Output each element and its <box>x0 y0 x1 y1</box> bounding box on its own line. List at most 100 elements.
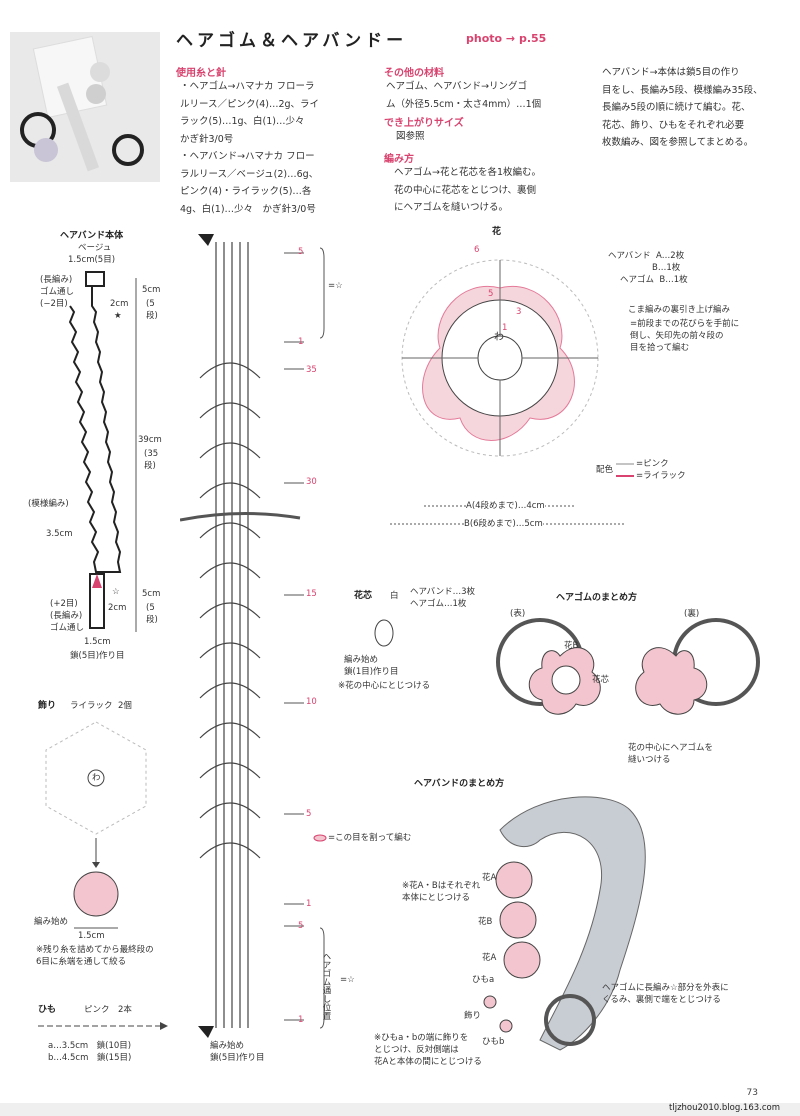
other-materials-heading: その他の材料 <box>384 68 444 79</box>
decoration-start: 編み始め <box>34 917 69 927</box>
footer: tljzhou2010.blog.163.com <box>0 1103 800 1116</box>
body-rows-top: (5 段) <box>146 299 158 321</box>
body-length-top: 5cm <box>142 285 161 295</box>
row-marker-1: 1 <box>298 337 304 347</box>
row-marker-5c: 5 <box>298 921 304 931</box>
band-label-flower-a-bottom: 花A <box>482 953 497 963</box>
core-title: 花芯 <box>354 591 373 601</box>
flower-row-3: 3 <box>516 307 522 317</box>
dimension-b: B(6段めまで)…5cm <box>464 518 543 530</box>
product-photo <box>10 32 160 182</box>
row-marker-30: 30 <box>306 477 317 487</box>
string-title: ひも <box>38 1005 57 1015</box>
rubber-assembly: ヘアゴムのまとめ方 (表) (裏) 花B 花芯 花の中心にヘアゴムを 縫いつける <box>480 586 780 766</box>
core-count-2: ヘアゴム…1枚 <box>410 599 467 609</box>
color-label: 配色 <box>596 465 614 475</box>
body-shape <box>68 271 137 632</box>
finished-size-heading: でき上がりサイズ <box>384 118 464 129</box>
body-color: ベージュ <box>78 243 112 253</box>
flower-diagram: 花 わ 6 5 3 1 ヘアバンド A…2枚 B…1枚 ヘアゴム B…1枚 こま… <box>380 218 780 538</box>
flower-center: わ <box>494 332 504 343</box>
flower-legend-row2: B…1枚 <box>652 263 681 273</box>
flower-title: 花 <box>492 227 502 237</box>
core-count-1: ヘアバンド…3枚 <box>410 587 475 597</box>
band-note3: ※ひもa・bの端に飾りを とじつけ、反対側端は 花Aと本体の間にとじつける <box>374 1033 482 1067</box>
flower-note2: =前段までの花びらを手前に 倒し、矢印先の前々段の 目を拾って編む <box>630 319 740 353</box>
body-top-note: (長編み) ゴム通し (−2目) <box>40 275 75 309</box>
materials-heading: 使用糸と針 <box>176 68 226 79</box>
decoration-color: ライラック <box>70 701 113 711</box>
flower-row-5: 5 <box>488 289 494 299</box>
eq-star-bottom: =☆ <box>340 975 355 985</box>
band-note2: ヘアゴムに長編み☆部分を外表に くるみ、裏側で端をとじつける <box>602 983 729 1005</box>
page-number: 73 <box>746 1088 758 1098</box>
method-text: ヘアゴム→花と花芯を各1枚編む。 花の中心に花芯をとじつけ、裏側 にヘアゴムを縫… <box>394 167 542 213</box>
headband-drawing <box>483 796 646 1051</box>
materials-text: ・ヘアゴム→ハマナカ フローラ ルリース／ピンク(4)…2g、ライ ラック(5)… <box>180 81 320 215</box>
dimension-a: A(4段めまで)…4cm <box>466 500 545 512</box>
string-count: 2本 <box>118 1005 132 1015</box>
body-width-2cm-bottom: 2cm <box>108 603 127 613</box>
rubber-drawing <box>496 618 760 715</box>
color-lilac: =ライラック <box>636 471 686 481</box>
rubber-label-core: 花芯 <box>592 675 610 685</box>
headband-assembly-title: ヘアバンドのまとめ方 <box>414 779 505 789</box>
photo-reference: photo → p.55 <box>466 32 547 45</box>
body-width-2cm-top: 2cm <box>110 299 129 309</box>
method-heading: 編み方 <box>384 154 414 165</box>
crochet-chart: 5 1 35 30 15 10 5 1 5 1 =☆ =☆ ヘアゴム通し位置 =… <box>180 228 411 1068</box>
string: ひも ピンク 2本 a…3.5cm 鎖(10目) b…4.5cm 鎖(15目) <box>30 1000 180 1070</box>
color-pink: =ピンク <box>636 459 669 469</box>
decoration-title: 飾り <box>38 701 57 711</box>
string-color: ピンク <box>84 1005 110 1015</box>
row-marker-15: 15 <box>306 589 317 599</box>
band-label-string-a: ひもa <box>472 975 495 985</box>
flower-legend-row3: ヘアゴム B…1枚 <box>620 275 688 285</box>
body-bottom-note: (+2目) (長編み) ゴム通し <box>50 599 85 633</box>
row-marker-1b: 1 <box>306 899 312 909</box>
flower-note1: こま編みの裏引き上げ編み <box>628 305 731 315</box>
core-chart <box>374 619 394 647</box>
flower-row-1: 1 <box>502 323 508 333</box>
row-marker-10: 10 <box>306 697 317 707</box>
string-chain <box>38 1022 168 1030</box>
band-label-flower-b: 花B <box>478 917 493 927</box>
headband-assembly: ヘアバンドのまとめ方 ※花A・Bはそれぞれ 本体にとじつける 花A 花B 花A … <box>370 770 780 1070</box>
flower-row-6: 6 <box>474 245 480 255</box>
rubber-front: (表) <box>510 609 526 619</box>
body-rows-mid: (35 段) <box>144 449 159 471</box>
decoration-width: 1.5cm <box>78 931 105 941</box>
star-white: ☆ <box>112 587 120 597</box>
rubber-note: ヘアゴム通し位置 <box>321 952 331 1020</box>
other-materials-text: ヘアゴム、ヘアバンド→リングゴ ム（外径5.5cm・太さ4mm）…1個 <box>386 81 542 110</box>
finished-size-text: 図参照 <box>396 131 425 142</box>
decoration-center: わ <box>92 773 101 783</box>
row-marker-5b: 5 <box>306 809 312 819</box>
string-a: a…3.5cm 鎖(10目) <box>48 1041 132 1051</box>
body-bottom-width: 1.5cm <box>84 637 111 647</box>
chart-drawing <box>180 234 327 1038</box>
footer-url: tljzhou2010.blog.163.com <box>669 1103 780 1113</box>
color-swatches <box>616 463 634 477</box>
decoration-note: ※残り糸を詰めてから最終段の 6目に糸端を通して絞る <box>36 945 154 967</box>
rubber-note: 花の中心にヘアゴムを 縫いつける <box>628 743 714 765</box>
row-marker-1c: 1 <box>298 1015 304 1025</box>
start-note: 編み始め 鎖(5目)作り目 <box>210 1041 265 1063</box>
decoration-count: 2個 <box>118 701 132 711</box>
flower-legend-row1: ヘアバンド A…2枚 <box>608 251 685 261</box>
band-note1: ※花A・Bはそれぞれ 本体にとじつける <box>402 881 481 903</box>
core-start: 編み始め 鎖(1目)作り目 <box>344 655 399 677</box>
rubber-assembly-title: ヘアゴムのまとめ方 <box>556 593 638 603</box>
body-length-bottom: 5cm <box>142 589 161 599</box>
band-label-flower-a-top: 花A <box>482 873 497 883</box>
band-label-decoration: 飾り <box>464 1011 482 1021</box>
decoration: 飾り ライラック 2個 わ 編み始め 1.5cm ※残り糸を詰めてから最終段の … <box>30 696 180 976</box>
row-marker-5: 5 <box>298 247 304 257</box>
body-title: ヘアバンド本体 <box>60 231 124 241</box>
body-rows-bottom: (5 段) <box>146 603 158 625</box>
star-black: ★ <box>114 311 122 321</box>
body-width-3-5: 3.5cm <box>46 529 73 539</box>
band-label-string-b: ひもb <box>482 1037 505 1047</box>
core-color: 白 <box>390 591 399 601</box>
string-b: b…4.5cm 鎖(15目) <box>48 1053 132 1063</box>
